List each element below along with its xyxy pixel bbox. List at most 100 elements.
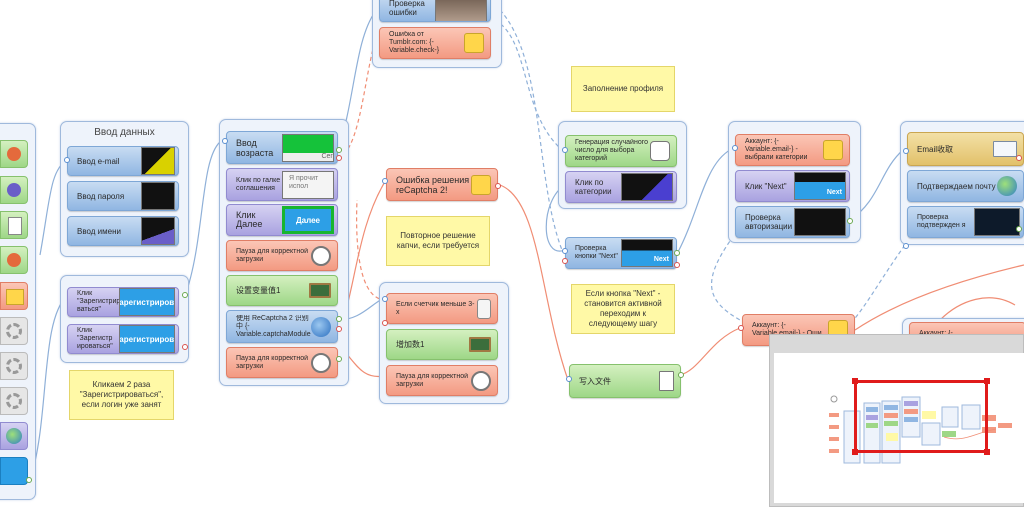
- connector-dot[interactable]: [336, 147, 342, 153]
- sidebar-item-10[interactable]: [0, 457, 28, 485]
- set-variable-node[interactable]: 设置变量值1: [226, 275, 338, 306]
- connector-dot[interactable]: [1016, 155, 1022, 161]
- email-input-node[interactable]: Ввод e-mail: [67, 146, 179, 176]
- check-auth-node[interactable]: Проверка авторизации: [735, 206, 850, 238]
- increment-node[interactable]: 增加数1: [386, 329, 498, 360]
- connector-dot[interactable]: [732, 145, 738, 151]
- click-register-node-2[interactable]: Клик "Зарегистр ироваться" зарегистриров…: [67, 324, 179, 354]
- password-thumbnail: [141, 182, 175, 210]
- connector-dot[interactable]: [182, 344, 188, 350]
- connector-dot[interactable]: [678, 372, 684, 378]
- note-repeat-captcha: Повторное решение капчи, если требуется: [386, 216, 490, 266]
- generate-random-node[interactable]: Генерация случайного число для выбора ка…: [565, 135, 677, 167]
- sidebar-item-9[interactable]: [0, 422, 28, 450]
- click-register-node-1[interactable]: Клик "Зарегистриро ваться" зарегистриров…: [67, 287, 179, 317]
- connector-dot[interactable]: [64, 157, 70, 163]
- connector-dot[interactable]: [222, 138, 228, 144]
- sidebar-item-1[interactable]: [0, 140, 28, 168]
- pause-node-3[interactable]: Пауза для корректной загрузки: [386, 365, 498, 396]
- confirm-thumbnail: [974, 208, 1020, 236]
- connector-dot[interactable]: [903, 148, 909, 154]
- connector-dot[interactable]: [903, 243, 909, 249]
- node-label: Аккаунт: {-: [919, 330, 1024, 338]
- click-next-node[interactable]: Клик Далее Далее: [226, 204, 338, 236]
- minimap-canvas[interactable]: [774, 353, 1024, 503]
- stopwatch-icon: [311, 352, 331, 373]
- recaptcha-node[interactable]: 使用 ReCaptcha 2 识别中 {-Variable.captchaMod…: [226, 310, 338, 343]
- write-file-node[interactable]: 写入文件: [569, 364, 681, 398]
- password-input-node[interactable]: Ввод пароля: [67, 181, 179, 211]
- minimap[interactable]: [769, 334, 1024, 507]
- connector-dot[interactable]: [1016, 226, 1022, 232]
- connector-dot[interactable]: [562, 248, 568, 254]
- gear-icon: [6, 358, 22, 374]
- connector-dot[interactable]: [738, 325, 744, 331]
- dice-icon: [650, 141, 670, 161]
- note-icon: [823, 140, 843, 160]
- if-less-node[interactable]: Если счетчик меньше 3-х: [386, 293, 498, 324]
- connector-dot[interactable]: [336, 155, 342, 161]
- node-label: Аккаунт: {-Variable.email-} - выбрали ка…: [745, 138, 808, 161]
- click-next-button-node[interactable]: Клик "Next" Next: [735, 170, 850, 202]
- category-thumbnail: [621, 173, 673, 201]
- connector-dot[interactable]: [674, 250, 680, 256]
- gear-icon: [6, 323, 22, 339]
- connector-dot[interactable]: [562, 258, 568, 264]
- connector-dot[interactable]: [336, 356, 342, 362]
- pause-node-1[interactable]: Пауза для корректной загрузки: [226, 240, 338, 271]
- connector-dot[interactable]: [336, 326, 342, 332]
- agreement-checkbox-node[interactable]: Клик по галке соглашения Я прочит испол: [226, 168, 338, 201]
- connector-dot[interactable]: [336, 316, 342, 322]
- connector-dot[interactable]: [182, 292, 188, 298]
- connector-dot[interactable]: [495, 183, 501, 189]
- connector-dot[interactable]: [674, 262, 680, 268]
- sidebar-item-4[interactable]: [0, 246, 28, 274]
- node-label: Клик "Зарегистриро ваться": [77, 290, 119, 313]
- note-click-twice: Кликаем 2 раза "Зарегистрироваться", есл…: [69, 370, 174, 420]
- node-label: Генерация случайного число для выбора ка…: [575, 139, 649, 162]
- sidebar-item-3[interactable]: [0, 211, 28, 239]
- connector-dot[interactable]: [382, 320, 388, 326]
- minimap-preview: [829, 395, 1012, 464]
- recaptcha-error-node[interactable]: Ошибка решения reCaptcha 2!: [386, 168, 498, 201]
- connector-dot[interactable]: [382, 296, 388, 302]
- connector-dot[interactable]: [562, 147, 568, 153]
- minimap-viewport-rect[interactable]: [852, 378, 990, 455]
- connector-dot[interactable]: [847, 218, 853, 224]
- node-label: 增加数1: [396, 340, 425, 349]
- switch-icon: [477, 298, 491, 319]
- viewport-handle[interactable]: [852, 449, 858, 455]
- connector-dot[interactable]: [566, 376, 572, 382]
- check-error-node[interactable]: Проверка ошибки: [379, 0, 491, 22]
- node-label: Ввод e-mail: [77, 156, 120, 166]
- group-title: Ввод данных: [94, 127, 155, 138]
- node-label: Клик Далее: [236, 211, 263, 229]
- next-thumbnail: Next: [794, 172, 846, 200]
- check-confirm-node[interactable]: Проверка подтвержден я: [907, 206, 1024, 238]
- sidebar-item-7[interactable]: [0, 352, 28, 380]
- register-thumbnail: зарегистрирова: [119, 325, 175, 353]
- tumblr-error-node[interactable]: Ошибка от Tumblr.com: {-Variable.check-}: [379, 27, 491, 59]
- node-label: Аккаунт: {-Variable.email-} - Оши: [752, 322, 822, 337]
- confirm-mail-node[interactable]: Подтверждаем почту: [907, 170, 1024, 202]
- pause-node-2[interactable]: Пауза для корректной загрузки: [226, 347, 338, 378]
- sidebar-item-5[interactable]: [0, 282, 28, 310]
- node-label: 写入文件: [579, 376, 611, 386]
- sidebar-item-8[interactable]: [0, 387, 28, 415]
- name-input-node[interactable]: Ввод имени: [67, 216, 179, 246]
- node-label: Ошибка от Tumblr.com: {-Variable.check-}: [389, 31, 440, 54]
- viewport-handle[interactable]: [984, 449, 990, 455]
- account-category-node[interactable]: Аккаунт: {-Variable.email-} - выбрали ка…: [735, 134, 850, 166]
- note-icon: [6, 289, 24, 305]
- viewport-handle[interactable]: [852, 378, 858, 384]
- sidebar-item-2[interactable]: [0, 176, 28, 204]
- click-category-node[interactable]: Клик по категории: [565, 171, 677, 203]
- check-next-node[interactable]: Проверка кнопки "Next" Next: [565, 237, 677, 269]
- connector-dot[interactable]: [26, 477, 32, 483]
- sidebar-item-6[interactable]: [0, 317, 28, 345]
- email-receive-node[interactable]: Email收取: [907, 132, 1024, 166]
- age-input-node[interactable]: Ввод возраста Сег: [226, 131, 338, 164]
- viewport-handle[interactable]: [984, 378, 990, 384]
- connector-dot[interactable]: [382, 178, 388, 184]
